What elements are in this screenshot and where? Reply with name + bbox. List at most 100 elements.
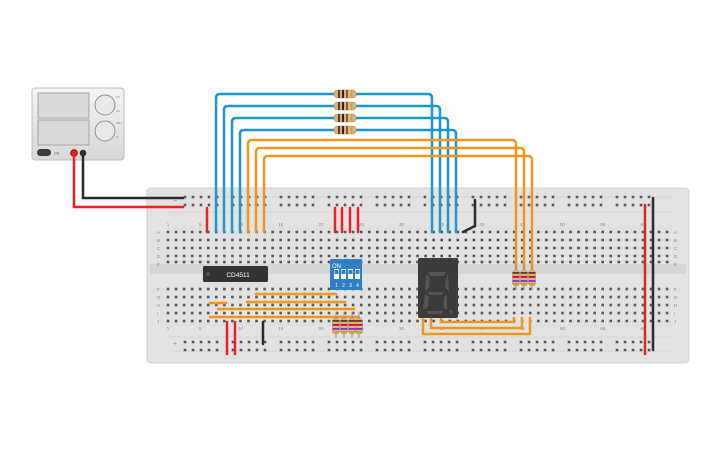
rail-hole[interactable] (287, 340, 291, 344)
breadboard-hole[interactable] (287, 303, 291, 307)
breadboard-hole[interactable] (416, 311, 419, 315)
breadboard-hole[interactable] (593, 295, 596, 299)
breadboard-hole[interactable] (601, 295, 604, 299)
breadboard-hole[interactable] (319, 230, 323, 234)
breadboard-hole[interactable] (303, 303, 307, 307)
breadboard-hole[interactable] (472, 230, 476, 234)
breadboard-hole[interactable] (609, 246, 613, 250)
breadboard-hole[interactable] (432, 254, 435, 258)
breadboard-hole[interactable] (601, 230, 604, 234)
breadboard-hole[interactable] (408, 295, 411, 299)
breadboard-hole[interactable] (263, 303, 266, 307)
rail-hole[interactable] (191, 340, 195, 344)
breadboard-hole[interactable] (367, 260, 371, 264)
breadboard-hole[interactable] (617, 230, 621, 234)
breadboard-hole[interactable] (665, 295, 669, 299)
breadboard-hole[interactable] (255, 246, 258, 250)
breadboard-hole[interactable] (496, 230, 500, 234)
breadboard-hole[interactable] (625, 287, 629, 291)
breadboard-hole[interactable] (504, 287, 508, 291)
breadboard-hole[interactable] (279, 319, 282, 323)
breadboard-hole[interactable] (408, 319, 411, 323)
breadboard-hole[interactable] (351, 303, 355, 307)
rail-hole[interactable] (519, 195, 523, 199)
breadboard-hole[interactable] (271, 319, 274, 323)
rail-hole[interactable] (359, 348, 363, 352)
breadboard-hole[interactable] (400, 254, 403, 258)
breadboard-hole[interactable] (512, 303, 516, 307)
current-knob[interactable] (94, 120, 116, 142)
breadboard-hole[interactable] (206, 319, 210, 323)
breadboard-hole[interactable] (480, 246, 484, 250)
breadboard-hole[interactable] (190, 260, 194, 264)
rail-hole[interactable] (471, 348, 475, 352)
rail-hole[interactable] (455, 340, 459, 344)
breadboard-hole[interactable] (174, 246, 178, 250)
breadboard-hole[interactable] (223, 246, 226, 250)
rail-hole[interactable] (599, 348, 603, 352)
breadboard-hole[interactable] (190, 311, 194, 315)
breadboard-hole[interactable] (279, 260, 282, 264)
breadboard-hole[interactable] (198, 260, 202, 264)
breadboard-hole[interactable] (223, 238, 226, 242)
breadboard-hole[interactable] (311, 254, 315, 258)
rail-hole[interactable] (543, 340, 547, 344)
breadboard-hole[interactable] (231, 303, 234, 307)
rail-hole[interactable] (575, 340, 579, 344)
rail-hole[interactable] (351, 203, 355, 207)
rail-hole[interactable] (615, 348, 619, 352)
breadboard-hole[interactable] (657, 246, 661, 250)
breadboard-hole[interactable] (649, 319, 653, 323)
breadboard-hole[interactable] (263, 287, 266, 291)
rail-hole[interactable] (359, 195, 363, 199)
rail-hole[interactable] (407, 203, 411, 207)
breadboard-hole[interactable] (263, 295, 266, 299)
breadboard-holes[interactable] (166, 195, 669, 352)
breadboard-hole[interactable] (311, 246, 315, 250)
breadboard-hole[interactable] (359, 238, 363, 242)
breadboard-hole[interactable] (263, 311, 266, 315)
breadboard-hole[interactable] (416, 254, 419, 258)
breadboard-hole[interactable] (166, 260, 170, 264)
breadboard-hole[interactable] (569, 246, 572, 250)
breadboard-hole[interactable] (520, 246, 524, 250)
breadboard-hole[interactable] (327, 311, 331, 315)
breadboard-hole[interactable] (537, 254, 540, 258)
breadboard-hole[interactable] (625, 238, 629, 242)
rail-hole[interactable] (215, 348, 219, 352)
resistor-icon[interactable] (348, 312, 356, 338)
breadboard-hole[interactable] (665, 311, 669, 315)
breadboard-hole[interactable] (561, 295, 564, 299)
breadboard-hole[interactable] (537, 295, 540, 299)
breadboard-hole[interactable] (657, 319, 661, 323)
breadboard-hole[interactable] (295, 287, 299, 291)
breadboard-hole[interactable] (311, 238, 315, 242)
breadboard-hole[interactable] (255, 295, 258, 299)
rail-hole[interactable] (343, 195, 347, 199)
breadboard-hole[interactable] (649, 287, 653, 291)
rail-hole[interactable] (527, 195, 531, 199)
breadboard-hole[interactable] (295, 295, 299, 299)
power-supply[interactable]: CV CC ADJ V ON (31, 87, 125, 161)
breadboard-hole[interactable] (367, 295, 371, 299)
breadboard-hole[interactable] (287, 246, 291, 250)
breadboard-hole[interactable] (376, 319, 379, 323)
breadboard-hole[interactable] (464, 254, 468, 258)
breadboard-hole[interactable] (609, 303, 613, 307)
rail-hole[interactable] (535, 203, 539, 207)
breadboard-hole[interactable] (633, 295, 637, 299)
breadboard-hole[interactable] (528, 254, 532, 258)
breadboard-hole[interactable] (617, 260, 621, 264)
rail-hole[interactable] (255, 340, 259, 344)
breadboard-hole[interactable] (424, 246, 427, 250)
breadboard-hole[interactable] (384, 260, 387, 264)
rail-hole[interactable] (479, 340, 483, 344)
resistor-bank-dip[interactable] (332, 312, 363, 338)
breadboard-hole[interactable] (496, 260, 500, 264)
breadboard-hole[interactable] (456, 238, 460, 242)
breadboard-hole[interactable] (537, 260, 540, 264)
breadboard-hole[interactable] (263, 319, 266, 323)
breadboard-hole[interactable] (585, 319, 588, 323)
breadboard-hole[interactable] (488, 303, 492, 307)
